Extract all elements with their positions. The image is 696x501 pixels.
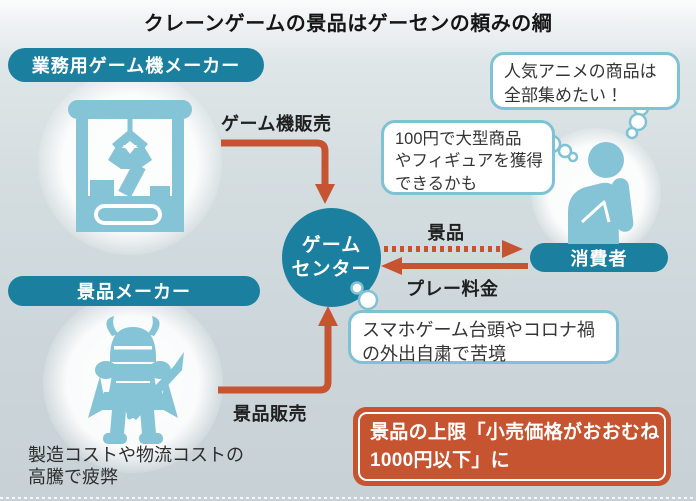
game-center-label-line2: センター [291, 258, 372, 280]
bubble-line: やフィギュアを獲得 [395, 152, 543, 171]
prize-sales-arrow [218, 306, 338, 394]
thought-bubble-collect-anime: 人気アニメの商品は 全部集めたい！ [490, 52, 680, 110]
highlight-line: 1000円以下」に [370, 449, 510, 471]
label-game-machine-maker: 業務用ゲーム機メーカー [8, 48, 264, 82]
game-center-label-line1: ゲーム [301, 234, 362, 256]
prize-price-cap-box: 景品の上限「小売価格がおおむね 1000円以下」に [353, 407, 671, 486]
note-line: 製造コストや物流コストの [28, 445, 244, 465]
label-prize-maker: 景品メーカー [8, 276, 260, 306]
bubble-line: 全部集めたい！ [504, 85, 623, 105]
play-fee-arrow [381, 257, 528, 275]
page-title: クレーンゲームの景品はゲーセンの頼みの綱 [143, 13, 553, 35]
crane-game-machine-icon [68, 100, 192, 232]
bottom-dotted-edge [0, 497, 696, 499]
flow-label-prizes: 景品 [427, 223, 465, 243]
flow-label-play-fee: プレー料金 [406, 279, 499, 299]
bubble-line: の外出自粛で苦境 [362, 344, 506, 365]
machine-sales-arrow [221, 139, 335, 204]
bubble-line: 100円で大型商品 [395, 130, 522, 148]
flow-label-machine-sales: ゲーム機販売 [221, 114, 332, 134]
thought-bubble-big-prize: 100円で大型商品 やフィギュアを獲得 できるかも [381, 120, 555, 195]
flow-label-prize-sales: 景品販売 [233, 404, 307, 424]
node-game-center: ゲーム センター [282, 208, 381, 307]
thought-bubble-struggle: スマホゲーム台頭やコロナ禍 の外出自粛で苦境 [348, 310, 619, 364]
prize-maker-note: 製造コストや物流コストの 高騰で疲弊 [28, 445, 244, 489]
note-line: 高騰で疲弊 [28, 466, 118, 487]
prize-price-cap-inner: 景品の上限「小売価格がおおむね 1000円以下」に [358, 412, 666, 481]
knight-figure-icon [88, 316, 184, 444]
thinking-person-icon [568, 142, 634, 244]
bubble-line: スマホゲーム台頭やコロナ禍 [362, 320, 595, 340]
highlight-line: 景品の上限「小売価格がおおむね [370, 421, 660, 443]
bubble-line: 人気アニメの商品は [504, 62, 657, 81]
bubble-line: できるかも [395, 174, 478, 193]
label-consumer: 消費者 [530, 243, 668, 272]
